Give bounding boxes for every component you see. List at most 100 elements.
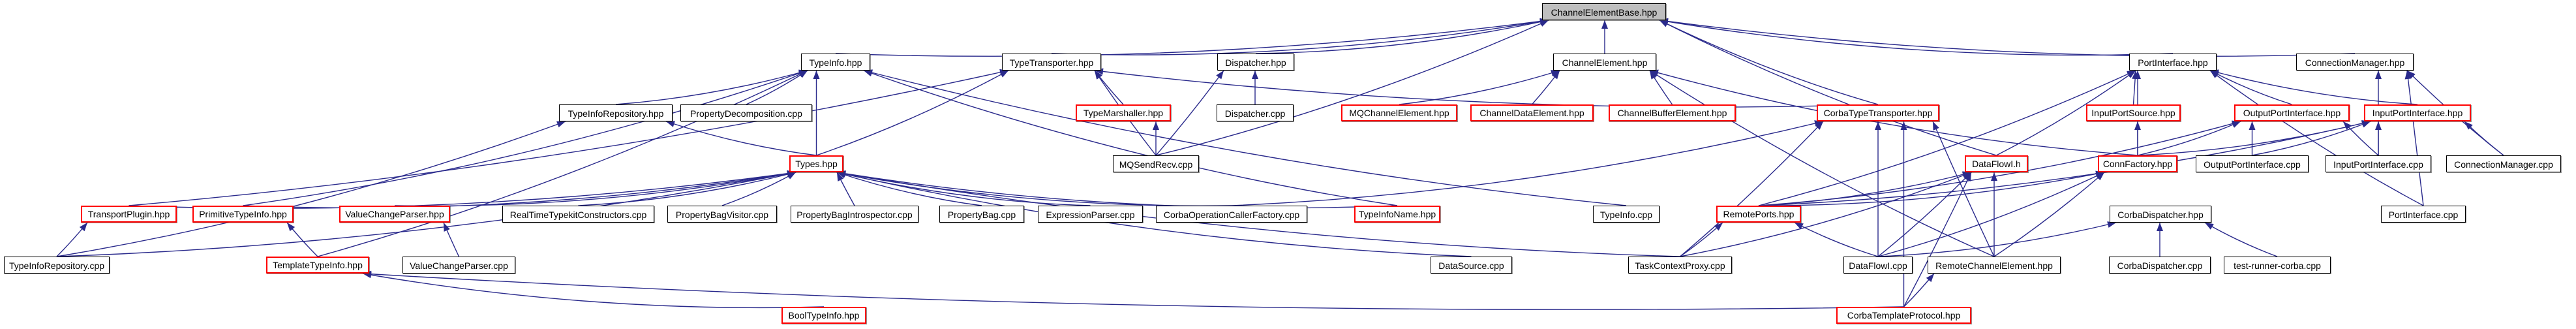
- graph-node-PropertyBagVisitor_cpp[interactable]: PropertyBagVisitor.cpp: [667, 206, 777, 223]
- arrowhead-ChannelElement_hpp-to-ChannelElementBase_hpp: [1601, 20, 1608, 29]
- edge-DataFlowI_h-to-ChannelElementBase_hpp: [1659, 20, 1997, 156]
- graph-node-Dispatcher_hpp[interactable]: Dispatcher.hpp: [1217, 54, 1294, 70]
- edge-PortInterface_hpp-to-ChannelElementBase_hpp: [1659, 20, 2174, 56]
- arrowhead-MQSendRecv_cpp-to-TypeTransporter_hpp: [1095, 70, 1102, 80]
- graph-node-PortInterface_cpp[interactable]: PortInterface.cpp: [2381, 206, 2466, 223]
- edge-CorbaTypeTransporter_hpp-to-ChannelElementBase_hpp: [1659, 20, 1879, 105]
- graph-node-CorbaTemplateProtocol_hpp[interactable]: CorbaTemplateProtocol.hpp: [1836, 307, 1971, 324]
- graph-node-MQChannelElement_hpp[interactable]: MQChannelElement.hpp: [1341, 104, 1457, 121]
- graph-node-Dispatcher_cpp[interactable]: Dispatcher.cpp: [1217, 104, 1294, 121]
- graph-node-RemotePorts_hpp[interactable]: RemotePorts.hpp: [1716, 206, 1801, 223]
- graph-node-TypeMarshaller_hpp[interactable]: TypeMarshaller.hpp: [1076, 104, 1171, 121]
- edge-Types_hpp-to-TypeInfoRepository_hpp: [665, 121, 817, 156]
- graph-node-DataFlowI_h[interactable]: DataFlowI.h: [1965, 155, 2028, 172]
- arrowhead-TransportPlugin_hpp-to-TypeTransporter_hpp: [999, 69, 1008, 76]
- graph-node-PrimitiveTypeInfo_hpp[interactable]: PrimitiveTypeInfo.hpp: [192, 206, 294, 223]
- graph-node-PortInterface_hpp[interactable]: PortInterface.hpp: [2129, 54, 2217, 70]
- arrowhead-CorbaTypeTransporter_hpp-to-TypeTransporter_hpp: [1095, 68, 1104, 75]
- graph-node-InputPortSource_hpp[interactable]: InputPortSource.hpp: [2086, 104, 2181, 121]
- arrowhead-TaskContextProxy_cpp-to-DataFlowI_h: [1962, 172, 1971, 179]
- graph-node-Types_hpp[interactable]: Types.hpp: [789, 155, 843, 172]
- graph-node-DataSource_cpp[interactable]: DataSource.cpp: [1431, 257, 1512, 274]
- graph-node-TypeInfo_hpp[interactable]: TypeInfo.hpp: [801, 54, 870, 70]
- arrowhead-Types_hpp-to-TypeInfo_hpp: [813, 70, 820, 79]
- arrowhead-Types_hpp-to-TypeInfoRepository_hpp: [666, 121, 675, 127]
- graph-node-TypeInfo_cpp[interactable]: TypeInfo.cpp: [1593, 206, 1659, 223]
- graph-node-ConnectionManager_hpp[interactable]: ConnectionManager.hpp: [2296, 54, 2414, 70]
- edge-DataFlowI_cpp-to-ConnFactory_hpp: [1877, 172, 2105, 257]
- edge-TypeInfo_hpp-to-ChannelElementBase_hpp: [835, 20, 1549, 57]
- graph-node-ConnectionManager_cpp[interactable]: ConnectionManager.cpp: [2446, 155, 2561, 172]
- graph-node-ChannelElementBase_hpp: ChannelElementBase.hpp: [1542, 3, 1666, 20]
- arrowhead-TaskContextProxy_cpp-to-RemotePorts_hpp: [1714, 223, 1723, 231]
- edge-PortInterface_cpp-to-PortInterface_hpp: [2209, 70, 2424, 206]
- edge-PropertyBag_cpp-to-Types_hpp: [836, 172, 982, 206]
- graph-node-TransportPlugin_hpp[interactable]: TransportPlugin.hpp: [81, 206, 177, 223]
- graph-node-PropertyDecomposition_cpp[interactable]: PropertyDecomposition.cpp: [680, 104, 812, 121]
- graph-node-TypeTransporter_hpp[interactable]: TypeTransporter.hpp: [1002, 54, 1101, 70]
- edge-MQSendRecv_cpp-to-Dispatcher_hpp: [1155, 70, 1224, 156]
- graph-node-ChannelDataElement_hpp[interactable]: ChannelDataElement.hpp: [1470, 104, 1594, 121]
- graph-node-TypeInfoRepository_cpp[interactable]: TypeInfoRepository.cpp: [4, 257, 110, 274]
- edge-RemoteChannelElement_hpp-to-ConnFactory_hpp: [1993, 172, 2105, 257]
- edge-TemplateTypeInfo_hpp-to-TypeInfo_hpp: [317, 70, 808, 257]
- edge-CorbaTypeTransporter_hpp-to-TypeTransporter_hpp: [1094, 70, 1879, 108]
- graph-node-OutputPortInterface_cpp[interactable]: OutputPortInterface.cpp: [2196, 155, 2309, 172]
- graph-node-TypeInfoName_hpp[interactable]: TypeInfoName.hpp: [1354, 206, 1440, 223]
- graph-node-PropertyBag_cpp[interactable]: PropertyBag.cpp: [939, 206, 1024, 223]
- arrowhead-RemoteChannelElement_hpp-to-ChannelElement_hpp: [1650, 70, 1659, 78]
- graph-node-PropertyBagIntrospector_cpp[interactable]: PropertyBagIntrospector.cpp: [791, 206, 918, 223]
- arrowhead-TypeInfo_cpp-to-TypeInfo_hpp: [864, 69, 873, 76]
- edge-CorbaTemplateProtocol_hpp-to-DataFlowI_h: [1903, 172, 1972, 307]
- arrowhead-RemoteChannelElement_hpp-to-CorbaTypeTransporter_hpp: [1933, 121, 1939, 131]
- arrowhead-DataFlowI_cpp-to-CorbaTypeTransporter_hpp: [1875, 121, 1881, 130]
- arrowhead-CorbaTemplateProtocol_hpp-to-CorbaTypeTransporter_hpp: [1900, 121, 1907, 130]
- edge-CorbaTemplateProtocol_hpp-to-TemplateTypeInfo_hpp: [362, 273, 1904, 310]
- graph-node-CorbaTypeTransporter_hpp[interactable]: CorbaTypeTransporter.hpp: [1817, 104, 1939, 121]
- arrowhead-TypeInfoRepository_cpp-to-Types_hpp: [787, 170, 796, 178]
- graph-node-CorbaDispatcher_cpp[interactable]: CorbaDispatcher.cpp: [2109, 257, 2211, 274]
- arrowhead-RemotePorts_hpp-to-PortInterface_hpp: [2127, 70, 2136, 77]
- arrowhead-PortInterface_cpp-to-PortInterface_hpp: [2210, 70, 2219, 78]
- graph-node-ChannelBufferElement_hpp[interactable]: ChannelBufferElement.hpp: [1609, 104, 1736, 121]
- edge-BoolTypeInfo_hpp-to-TemplateTypeInfo_hpp: [362, 273, 825, 309]
- graph-node-ExpressionParser_cpp[interactable]: ExpressionParser.cpp: [1038, 206, 1143, 223]
- graph-node-ChannelElement_hpp[interactable]: ChannelElement.hpp: [1553, 54, 1656, 70]
- arrowhead-ConnectionManager_cpp-to-ConnectionManager_hpp: [2407, 70, 2416, 79]
- arrowhead-MQSendRecv_cpp-to-TypeMarshaller_hpp: [1153, 121, 1159, 130]
- arrowhead-ConnectionManager_cpp-to-InputPortInterface_hpp: [2464, 121, 2473, 130]
- graph-node-BoolTypeInfo_hpp[interactable]: BoolTypeInfo.hpp: [781, 307, 866, 324]
- arrowhead-Dispatcher_cpp-to-Dispatcher_hpp: [1252, 70, 1258, 79]
- graph-node-test_runner_corba_cpp[interactable]: test-runner-corba.cpp: [2224, 257, 2331, 274]
- graph-node-ValueChangeParser_hpp[interactable]: ValueChangeParser.hpp: [339, 206, 450, 223]
- graph-node-CorbaOperationCallerFactory_cpp[interactable]: CorbaOperationCallerFactory.cpp: [1156, 206, 1307, 223]
- edge-DataSource_cpp-to-Types_hpp: [836, 172, 1472, 257]
- graph-node-TaskContextProxy_cpp[interactable]: TaskContextProxy.cpp: [1628, 257, 1732, 274]
- graph-node-CorbaDispatcher_hpp[interactable]: CorbaDispatcher.hpp: [2110, 206, 2211, 223]
- edge-PropertyBagVisitor_cpp-to-Types_hpp: [721, 172, 796, 206]
- graph-node-RealTimeTypekitConstructors_cpp[interactable]: RealTimeTypekitConstructors.cpp: [502, 206, 654, 223]
- arrowhead-TaskContextProxy_cpp-to-CorbaTypeTransporter_hpp: [1815, 121, 1823, 130]
- graph-node-RemoteChannelElement_hpp[interactable]: RemoteChannelElement.hpp: [1928, 257, 2061, 274]
- graph-node-InputPortInterface_hpp[interactable]: InputPortInterface.hpp: [2364, 104, 2471, 121]
- arrowhead-DataFlowI_cpp-to-CorbaDispatcher_hpp: [2107, 221, 2116, 228]
- arrowhead-ValueChangeParser_cpp-to-ValueChangeParser_hpp: [444, 223, 450, 232]
- graph-node-TemplateTypeInfo_hpp[interactable]: TemplateTypeInfo.hpp: [266, 257, 369, 274]
- graph-node-ValueChangeParser_cpp[interactable]: ValueChangeParser.cpp: [402, 257, 515, 274]
- graph-node-DataFlowI_cpp[interactable]: DataFlowI.cpp: [1843, 257, 1913, 274]
- edge-PrimitiveTypeInfo_hpp-to-TypeInfo_hpp: [243, 70, 808, 206]
- arrowhead-CorbaTemplateProtocol_hpp-to-RemoteChannelElement_hpp: [1926, 274, 1934, 283]
- edge-RemotePorts_hpp-to-DataFlowI_h: [1758, 172, 1972, 206]
- edge-TaskContextProxy_cpp-to-Types_hpp: [836, 172, 1680, 257]
- arrowhead-MQChannelElement_hpp-to-ChannelElement_hpp: [1551, 70, 1560, 76]
- edge-DataFlowI_cpp-to-DataFlowI_h: [1877, 172, 1972, 257]
- graph-node-ConnFactory_hpp[interactable]: ConnFactory.hpp: [2098, 155, 2177, 172]
- edge-RemotePorts_hpp-to-OutputPortInterface_hpp: [1758, 121, 2241, 206]
- graph-node-TypeInfoRepository_hpp[interactable]: TypeInfoRepository.hpp: [559, 104, 673, 121]
- graph-node-OutputPortInterface_hpp[interactable]: OutputPortInterface.hpp: [2234, 104, 2350, 121]
- edge-MQSendRecv_cpp-to-ChannelElementBase_hpp: [1155, 20, 1549, 156]
- graph-node-MQSendRecv_cpp[interactable]: MQSendRecv.cpp: [1113, 155, 1199, 172]
- graph-node-InputPortInterface_cpp[interactable]: InputPortInterface.cpp: [2326, 155, 2431, 172]
- arrowhead-ChannelDataElement_hpp-to-ChannelElement_hpp: [1552, 70, 1560, 80]
